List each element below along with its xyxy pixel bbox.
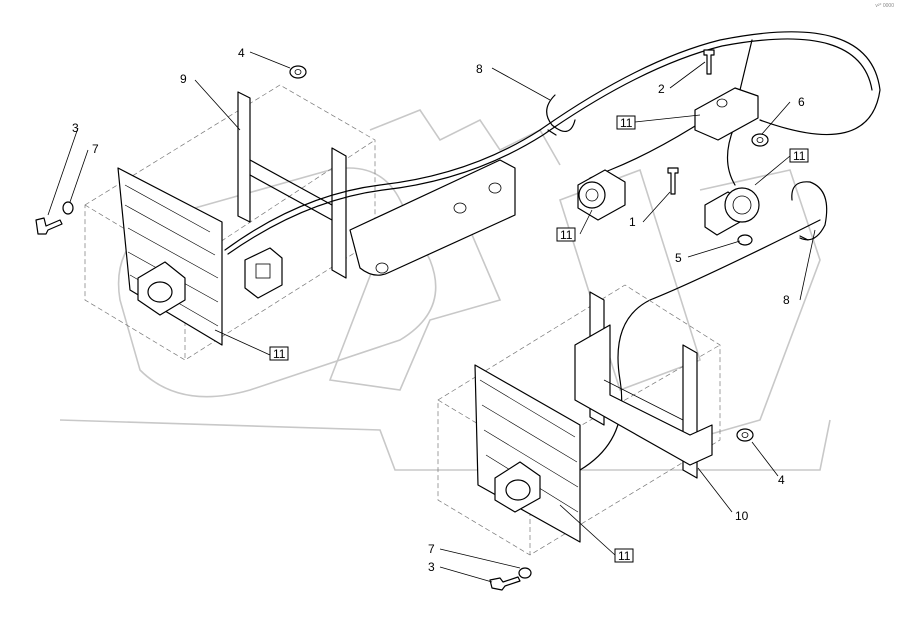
junction-box: [694, 87, 759, 141]
nut-4-right: [736, 428, 754, 442]
callout-5: 5: [675, 251, 682, 265]
callout-9: 9: [180, 72, 187, 86]
nut-5: [737, 234, 753, 246]
right-reflector-plate: [474, 364, 581, 543]
boxed-callout-11-right-lamp: 11: [614, 548, 634, 563]
bracket-10: [574, 324, 713, 466]
callout-1: 1: [629, 215, 636, 229]
boxed-callouts: 11 11 11 11 11: [269, 115, 809, 563]
wiring-harness: [224, 31, 881, 471]
nut-6: [751, 133, 769, 147]
socket-plug: [577, 169, 626, 221]
callout-6: 6: [798, 95, 805, 109]
washer-7-right: [518, 567, 532, 579]
left-bracket-post-b: [331, 147, 347, 279]
left-reflector-plate: [117, 167, 223, 346]
leader-lines: [47, 51, 816, 583]
boxed-callout-11-left-lamp: 11: [269, 346, 289, 361]
boxed-callout-11-junction: 11: [616, 115, 636, 130]
svg-text:11: 11: [560, 228, 573, 242]
right-lamp-assembly: [437, 284, 721, 556]
corner-mark: v²° 0000: [875, 3, 894, 9]
callout-7-bottom: 7: [428, 542, 435, 556]
callout-3-left: 3: [72, 121, 79, 135]
svg-text:11: 11: [618, 549, 631, 563]
svg-text:11: 11: [793, 149, 806, 163]
callout-10: 10: [735, 509, 749, 523]
callout-7-left: 7: [92, 142, 99, 156]
callout-3-bottom: 3: [428, 560, 435, 574]
callout-labels: 4 9 3 7 8 2 6 1 5 8 4 10 7 3: [72, 46, 805, 574]
mounting-arm: [349, 159, 516, 276]
washer-7-left: [62, 201, 74, 215]
cable-clips: [546, 94, 828, 241]
trailer-socket: [704, 187, 760, 236]
callout-8-right: 8: [783, 293, 790, 307]
boxed-callout-11-plug: 11: [556, 227, 576, 242]
bolt-3-right: [489, 576, 521, 591]
svg-text:11: 11: [273, 347, 286, 361]
callout-4-bottom: 4: [778, 473, 785, 487]
nut-4-left: [289, 65, 307, 79]
fasteners: [35, 49, 769, 591]
callout-2: 2: [658, 82, 665, 96]
svg-text:11: 11: [620, 116, 633, 130]
boxed-callout-11-socket-right: 11: [789, 148, 809, 163]
bolt-3-left: [35, 217, 63, 235]
left-lamp-assembly: [84, 84, 376, 361]
callout-4-top: 4: [238, 46, 245, 60]
callout-8-top: 8: [476, 62, 483, 76]
left-bracket-post-a: [237, 91, 251, 223]
bolt-1: [667, 167, 679, 195]
bolt-2: [703, 49, 715, 75]
